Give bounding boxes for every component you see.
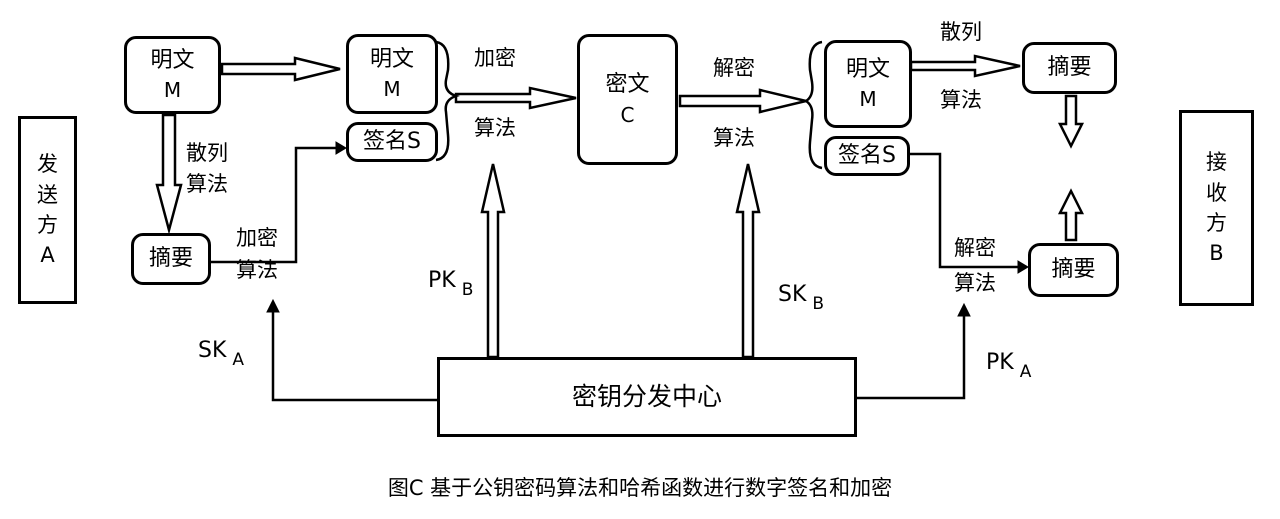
decrypt-main-label-1: 解密 [713,56,755,80]
key-skb-sub: B [812,294,825,314]
key-pka-sub: A [1019,362,1032,382]
key-pka-main: PK [986,350,1014,375]
figure-caption: 图C 基于公钥密码算法和哈希函数进行数字签名和加密 [387,476,893,500]
sender-box: 发 送 方 A [18,116,77,304]
head-kdc-to-pka [957,302,971,317]
digest-box-receiver-bottom: 摘要 [1028,243,1119,297]
arrow-digest-up [1057,188,1085,242]
receiver-label-1: 接 [1206,150,1227,175]
receiver-label-2: 收 [1206,180,1227,205]
digest-label: 摘要 [1051,256,1096,282]
key-skb-main: SK [778,282,807,307]
line-kdc-to-ska [271,312,438,402]
arrow-decrypt [678,88,807,114]
signature-box-sender: 签名S [346,122,438,162]
line-digest-to-signature [210,146,336,264]
receiver-box: 接 收 方 B [1179,110,1254,306]
signature-box-receiver: 签名S [824,136,910,176]
decrypt-main-label-2: 算法 [713,126,755,150]
key-pkb-main: PK [428,268,456,293]
plaintext-symbol: M [383,77,401,102]
digest-box-sender: 摘要 [131,233,211,285]
sender-label-4: A [40,243,55,268]
receiver-label-4: B [1209,241,1224,266]
encrypt-digest-label-2: 算法 [236,258,278,282]
encrypt-digest-label-1: 加密 [236,226,278,250]
brace-left [435,40,460,162]
digest-label: 摘要 [1047,54,1092,80]
decrypt-sig-label-1: 解密 [954,236,996,260]
hash-label-sender-2: 算法 [186,172,228,196]
sender-label-3: 方 [37,213,58,237]
hash-label-receiver-2: 算法 [940,88,982,112]
key-ska-main: SK [198,338,227,363]
arrow-skb-up [735,163,761,359]
arrow-encrypt [454,86,577,110]
plaintext-box-signed: 明文 M [346,34,438,114]
sender-label-1: 发 [37,152,58,177]
digest-box-receiver-top: 摘要 [1022,42,1117,94]
plaintext-box-sender: 明文 M [124,36,221,114]
ciphertext-symbol: C [620,102,635,127]
digest-label: 摘要 [148,245,193,271]
arrow-hash-down [155,113,183,235]
plaintext-symbol: M [859,87,877,112]
plaintext-label: 明文 [150,47,195,73]
head-kdc-to-ska [266,298,280,313]
head-decrypt-to-digest [1017,260,1029,274]
plaintext-label: 明文 [369,46,414,72]
line-signature-to-decrypt [908,152,1018,269]
sender-label-2: 送 [37,182,58,207]
plaintext-box-receiver: 明文 M [824,40,912,128]
key-ska-sub: A [232,350,245,370]
signature-label: 签名S [363,128,421,154]
arrow-hash-receiver [909,54,1021,78]
kdc-box: 密钥分发中心 [437,357,857,437]
hash-label-receiver-1: 散列 [940,20,982,44]
encrypt-main-label-2: 算法 [474,116,516,140]
arrow-plaintext-copy [220,56,341,82]
line-kdc-to-pka [857,316,966,400]
arrow-pkb-up [480,163,506,359]
arrow-digest-down [1057,94,1085,149]
ciphertext-label: 密文 [605,72,650,98]
head-digest-to-signature [335,141,347,155]
ciphertext-box: 密文 C [577,34,678,165]
brace-right [803,40,823,170]
signature-label: 签名S [838,142,896,168]
receiver-label-3: 方 [1206,211,1227,235]
plaintext-symbol: M [163,78,182,103]
kdc-label: 密钥分发中心 [571,382,722,411]
plaintext-label: 明文 [845,56,890,82]
encrypt-main-label-1: 加密 [474,46,516,70]
key-pkb-sub: B [461,280,474,300]
decrypt-sig-label-2: 算法 [954,271,996,295]
hash-label-sender-1: 散列 [186,141,228,165]
